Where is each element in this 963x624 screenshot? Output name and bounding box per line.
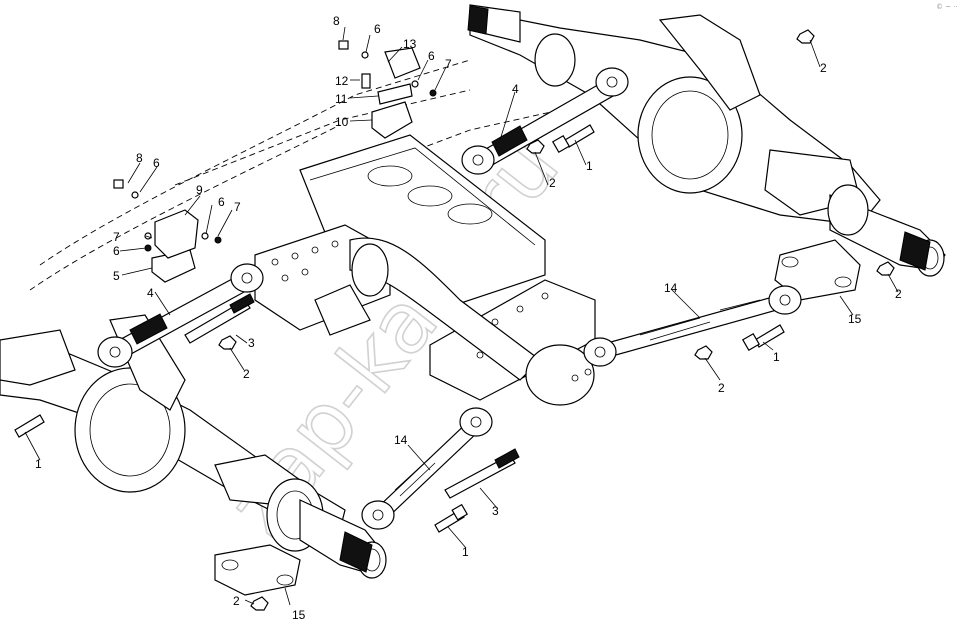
callout-6: 6 xyxy=(428,49,435,63)
callout-8: 8 xyxy=(333,14,340,28)
callout-6: 6 xyxy=(218,195,225,209)
callout-2: 2 xyxy=(549,176,556,190)
nuts-2 xyxy=(218,29,895,611)
long-bolt-front xyxy=(184,293,255,344)
axle-pad-right xyxy=(774,239,861,301)
reaction-rod-upper-rear xyxy=(461,67,629,175)
callout-6: 6 xyxy=(153,156,160,170)
callout-7: 7 xyxy=(113,230,120,244)
callout-12: 12 xyxy=(335,74,349,88)
callout-2: 2 xyxy=(243,367,250,381)
bump-stop-left xyxy=(113,179,222,283)
callout-2: 2 xyxy=(895,287,902,301)
callout-1: 1 xyxy=(35,457,42,471)
callout-1: 1 xyxy=(773,350,780,364)
callout-1: 1 xyxy=(462,545,469,559)
callout-8: 8 xyxy=(136,151,143,165)
callout-6: 6 xyxy=(113,244,120,258)
callout-4: 4 xyxy=(147,286,154,300)
frame-rails xyxy=(29,59,561,291)
bolt-1-b xyxy=(741,324,785,352)
axle-pad-left xyxy=(214,544,301,596)
callout-6: 6 xyxy=(374,22,381,36)
middle-axle xyxy=(0,314,387,579)
trunnion-shaft xyxy=(349,237,595,406)
bump-stop-upper xyxy=(338,40,437,139)
callout-14: 14 xyxy=(394,433,408,447)
long-bolt-rear xyxy=(444,448,520,499)
bolt-1-a xyxy=(551,124,595,154)
callout-7: 7 xyxy=(234,200,241,214)
reaction-rod-upper-front xyxy=(97,263,264,368)
callout-1: 1 xyxy=(586,159,593,173)
callout-14: 14 xyxy=(664,281,678,295)
callout-13: 13 xyxy=(403,37,417,51)
callout-9: 9 xyxy=(196,183,203,197)
callout-4: 4 xyxy=(512,82,519,96)
callout-10: 10 xyxy=(335,115,349,129)
callout-15: 15 xyxy=(848,312,862,326)
reaction-rod-lower-front xyxy=(361,407,493,530)
callout-2: 2 xyxy=(233,594,240,608)
rear-axle xyxy=(467,4,946,277)
callout-5: 5 xyxy=(113,269,120,283)
reaction-rod-lower-rear xyxy=(583,285,802,367)
callout-3: 3 xyxy=(492,504,499,518)
callout-15: 15 xyxy=(292,608,306,622)
callout-2: 2 xyxy=(820,61,827,75)
callout-2: 2 xyxy=(718,381,725,395)
corner-mark: © ~ ·· xyxy=(936,3,958,11)
callout-11: 11 xyxy=(335,92,348,106)
callout-3: 3 xyxy=(248,336,255,350)
leader-lines xyxy=(24,26,899,606)
callout-labels: 8 6 13 6 7 12 11 10 4 2 1 2 8 6 9 6 7 7 … xyxy=(35,14,902,622)
callout-7: 7 xyxy=(445,57,452,71)
bolt-1-d xyxy=(434,503,469,533)
bolt-1-c xyxy=(14,414,45,438)
